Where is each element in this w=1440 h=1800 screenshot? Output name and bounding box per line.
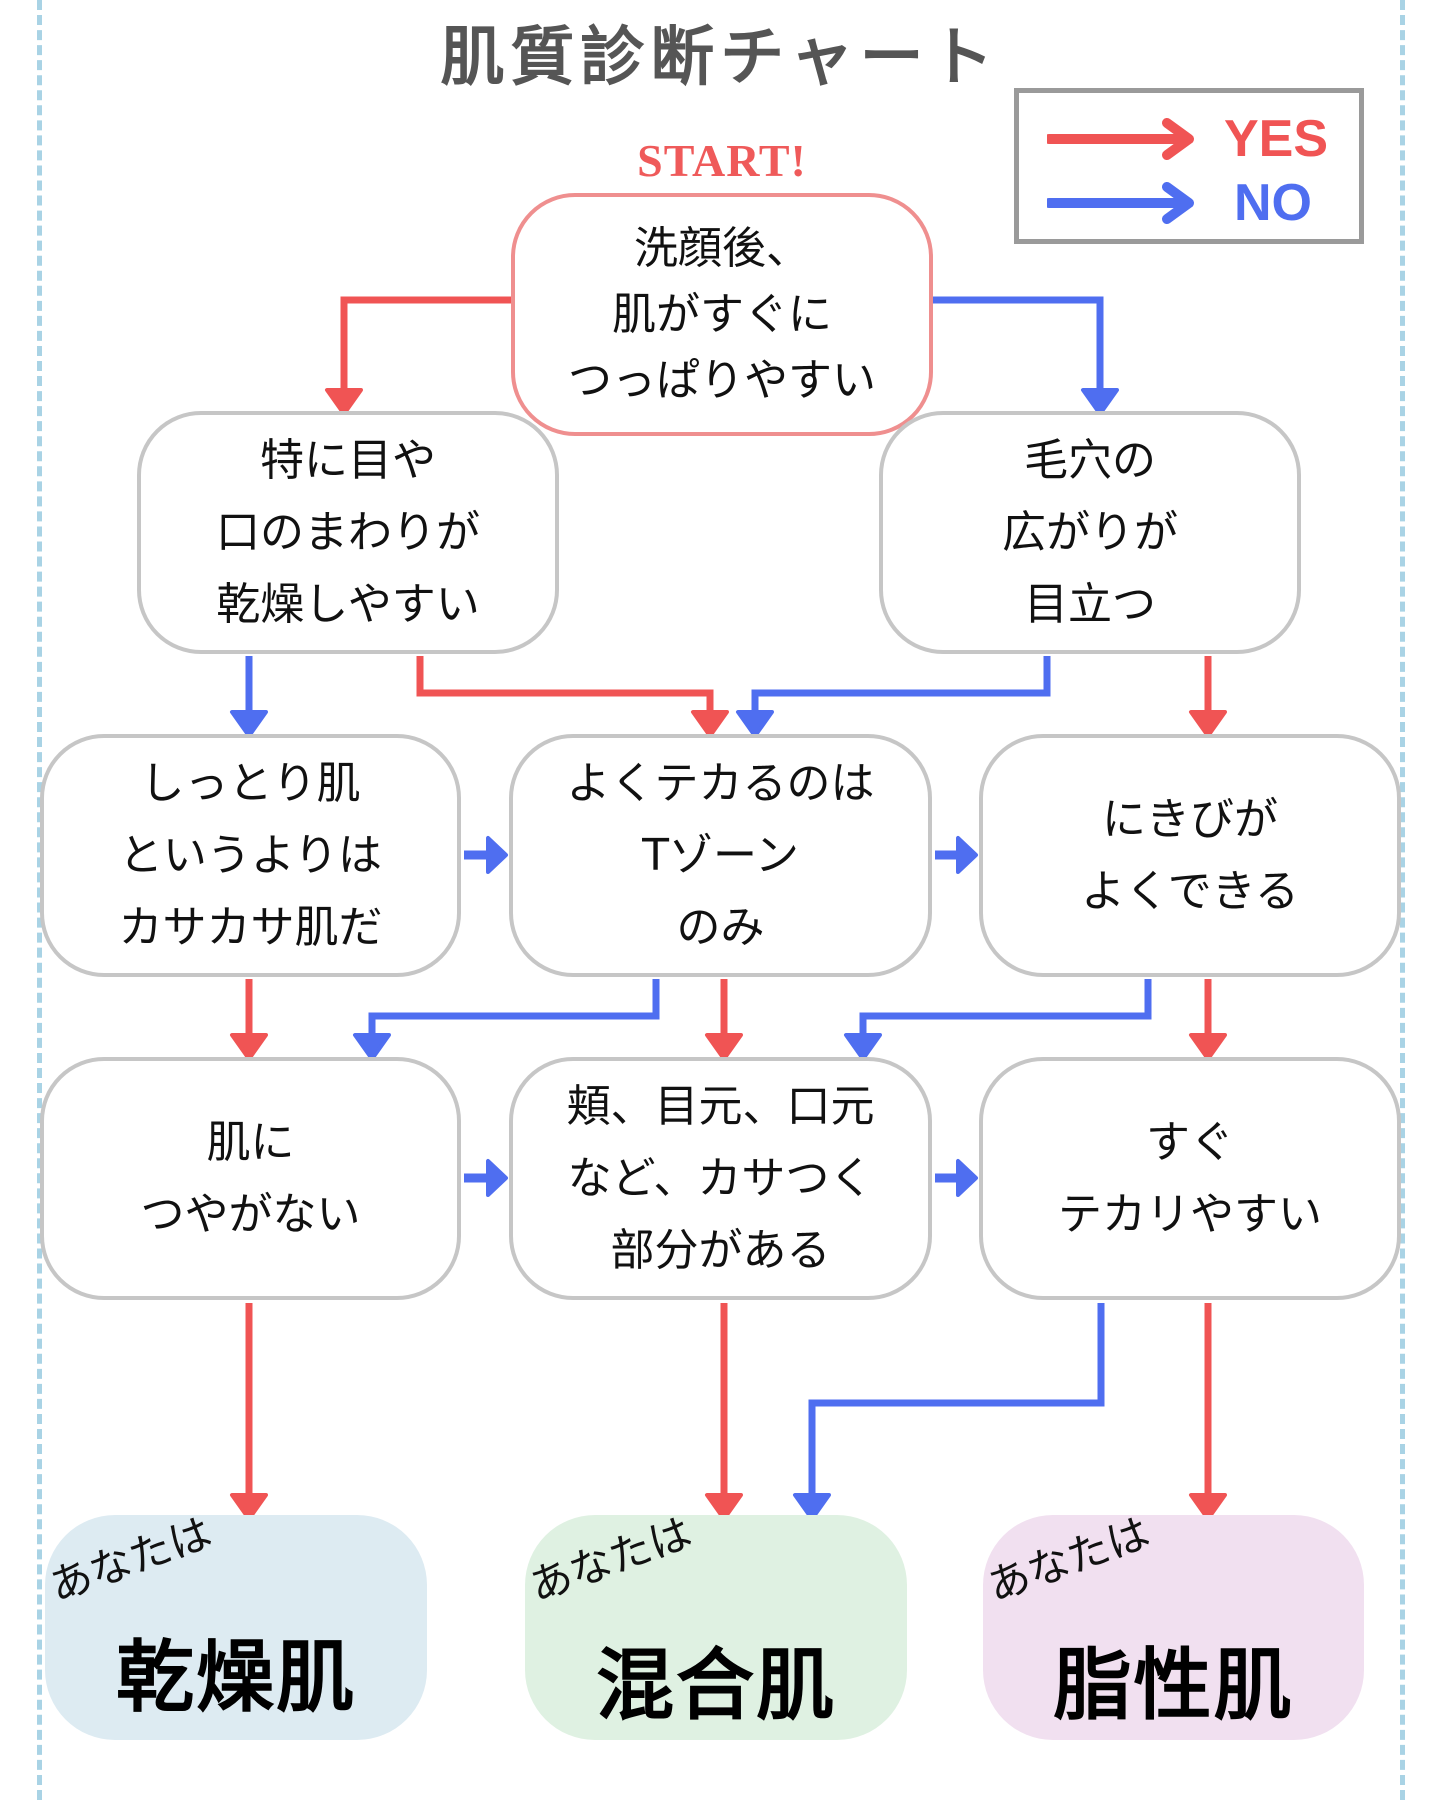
question-node-q3: 毛穴の 広がりが 目立つ <box>879 411 1301 654</box>
question-node-q6: にきびが よくできる <box>979 734 1401 977</box>
arrowhead-icon <box>325 388 363 416</box>
legend-yes: YES <box>1019 109 1359 169</box>
arrow-q9-no <box>793 1303 1105 1521</box>
arrow-q8-no <box>935 1159 978 1197</box>
arrow-q4-no <box>464 836 508 874</box>
result-combination-skin: あなたは 混合肌 <box>523 1508 907 1740</box>
legend-yes-label: YES <box>1224 110 1329 168</box>
result-type: 混合肌 <box>595 1641 836 1731</box>
arrow-q9-yes <box>1189 1303 1227 1521</box>
arrowhead-icon <box>1189 710 1227 738</box>
arrow-q3-yes <box>1189 656 1227 738</box>
arrowhead-icon <box>353 1033 391 1061</box>
result-oily-skin: あなたは 脂性肌 <box>981 1508 1364 1740</box>
result-type: 乾燥肌 <box>115 1633 356 1723</box>
arrowhead-icon <box>486 836 508 874</box>
legend: YES NO <box>1014 88 1364 244</box>
arrow-line <box>933 296 1104 392</box>
question-node-q1: 洗顔後、 肌がすぐに つっぱりやすい <box>511 193 933 436</box>
chart-title: 肌質診断チャート <box>440 21 1000 95</box>
arrow-q6-no <box>844 979 1152 1061</box>
question-node-q2: 特に目や 口のまわりが 乾燥しやすい <box>137 411 559 654</box>
arrowhead-icon <box>956 836 978 874</box>
result-type: 脂性肌 <box>1053 1641 1294 1731</box>
question-node-q8: 頬、目元、口元 など、カサつく 部分がある <box>509 1057 932 1300</box>
question-node-q5: よくテカるのは Tゾーン のみ <box>509 734 932 977</box>
arrow-line <box>340 296 511 392</box>
arrow-q7-no <box>464 1159 508 1197</box>
arrowhead-icon <box>1081 388 1119 416</box>
arrowhead-icon <box>844 1033 882 1061</box>
arrow-q7-yes <box>230 1303 268 1521</box>
arrow-q5-no <box>353 979 660 1061</box>
arrowhead-icon <box>1189 1033 1227 1061</box>
arrow-q5-no-right <box>935 836 978 874</box>
legend-no-label: NO <box>1234 174 1312 232</box>
question-node-q9: すぐ テカリやすい <box>979 1057 1401 1300</box>
arrow-q5-yes <box>705 979 743 1061</box>
result-dry-skin: あなたは 乾燥肌 <box>43 1508 427 1740</box>
arrow-q4-yes <box>230 979 268 1061</box>
arrowhead-icon <box>691 710 729 738</box>
arrowhead-icon <box>956 1159 978 1197</box>
arrow-q8-yes <box>705 1303 743 1521</box>
arrowhead-icon <box>486 1159 508 1197</box>
arrow-q1-yes <box>325 296 511 416</box>
arrow-line <box>859 979 1152 1037</box>
legend-no: NO <box>1019 173 1359 233</box>
arrowhead-icon <box>1189 1493 1227 1521</box>
arrow-q3-no <box>736 656 1051 738</box>
start-label: START! <box>637 135 807 186</box>
arrowhead-icon <box>230 1033 268 1061</box>
arrow-line <box>416 656 714 714</box>
arrow-line <box>808 1303 1105 1497</box>
arrow-q2-yes <box>416 656 729 738</box>
arrowhead-icon <box>705 1493 743 1521</box>
no-arrow-icon <box>1047 182 1194 224</box>
question-node-q7: 肌に つやがない <box>40 1057 461 1300</box>
dashed-border-right <box>1400 0 1405 1800</box>
arrow-line <box>751 656 1051 714</box>
arrow-q2-no <box>230 656 268 738</box>
arrow-line <box>368 979 660 1037</box>
dashed-border-left <box>37 0 42 1800</box>
arrowhead-icon <box>793 1493 831 1521</box>
arrowhead-icon <box>230 710 268 738</box>
arrow-q6-yes <box>1189 979 1227 1061</box>
arrow-q1-no <box>933 296 1119 416</box>
arrowhead-icon <box>736 710 774 738</box>
yes-arrow-icon <box>1047 118 1194 160</box>
question-node-q4: しっとり肌 というよりは カサカサ肌だ <box>40 734 461 977</box>
arrowhead-icon <box>230 1493 268 1521</box>
arrowhead-icon <box>705 1033 743 1061</box>
